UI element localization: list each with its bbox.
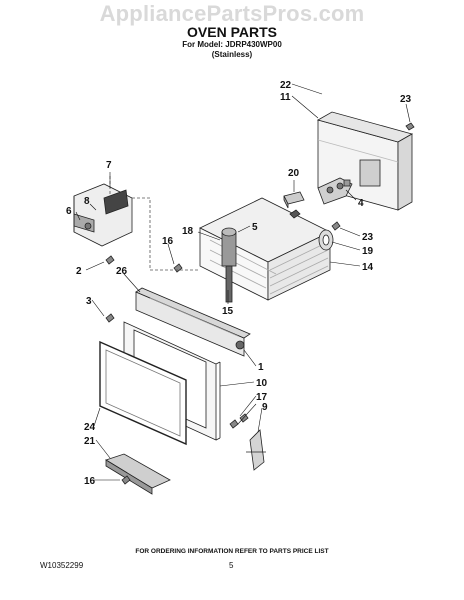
screw-icon xyxy=(105,255,115,265)
screw-icon xyxy=(331,221,341,231)
callout-label: 2 xyxy=(76,266,82,277)
callout-label: 4 xyxy=(358,198,364,209)
latch-assembly-icon xyxy=(317,177,353,205)
bracket-icon xyxy=(283,191,305,209)
callout-label: 19 xyxy=(362,246,374,257)
callout-label: 10 xyxy=(256,378,268,389)
watermark: AppliancePartsPros.com xyxy=(99,1,365,26)
screw-icon xyxy=(173,263,183,273)
callout-label: 15 xyxy=(222,306,234,317)
callout-label: 26 xyxy=(116,266,128,277)
callout-label: 8 xyxy=(84,196,90,207)
oven-cavity xyxy=(199,197,331,303)
callout-label: 9 xyxy=(262,402,268,413)
callout-label: 16 xyxy=(84,476,96,487)
callout-label: 21 xyxy=(84,436,96,447)
callout-label: 18 xyxy=(182,226,194,237)
callout-label: 6 xyxy=(66,206,72,217)
callout-label: 17 xyxy=(256,392,268,403)
callout-label: 1 xyxy=(258,362,264,373)
callout-label: 7 xyxy=(106,160,112,171)
page-title: OVEN PARTS xyxy=(187,24,277,40)
screw-icon xyxy=(105,313,115,323)
door-glass xyxy=(99,340,187,446)
callout-label: 20 xyxy=(288,168,300,179)
model-line: For Model: JDRP430WP00 xyxy=(182,40,282,49)
screw-icon xyxy=(405,122,415,131)
hinge-bracket-icon xyxy=(246,429,266,471)
front-frame xyxy=(135,287,251,357)
ordering-note: FOR ORDERING INFORMATION REFER TO PARTS … xyxy=(135,548,329,555)
bottom-trim-icon xyxy=(105,453,171,495)
page-number: 5 xyxy=(229,561,234,570)
document-number: W10352299 xyxy=(40,561,84,570)
gasket-ring-icon xyxy=(318,229,334,251)
callout-label: 5 xyxy=(252,222,258,233)
finish-line: (Stainless) xyxy=(211,50,253,59)
callout-label: 22 xyxy=(280,80,292,91)
callout-label: 23 xyxy=(362,232,374,243)
callout-label: 3 xyxy=(86,296,92,307)
callout-label: 23 xyxy=(400,94,412,105)
callout-label: 11 xyxy=(280,92,291,103)
screw-icon xyxy=(121,475,131,485)
callout-label: 14 xyxy=(362,262,374,273)
callout-label: 16 xyxy=(162,236,174,247)
vent-duct-icon xyxy=(73,183,133,247)
callout-label: 24 xyxy=(84,422,96,433)
